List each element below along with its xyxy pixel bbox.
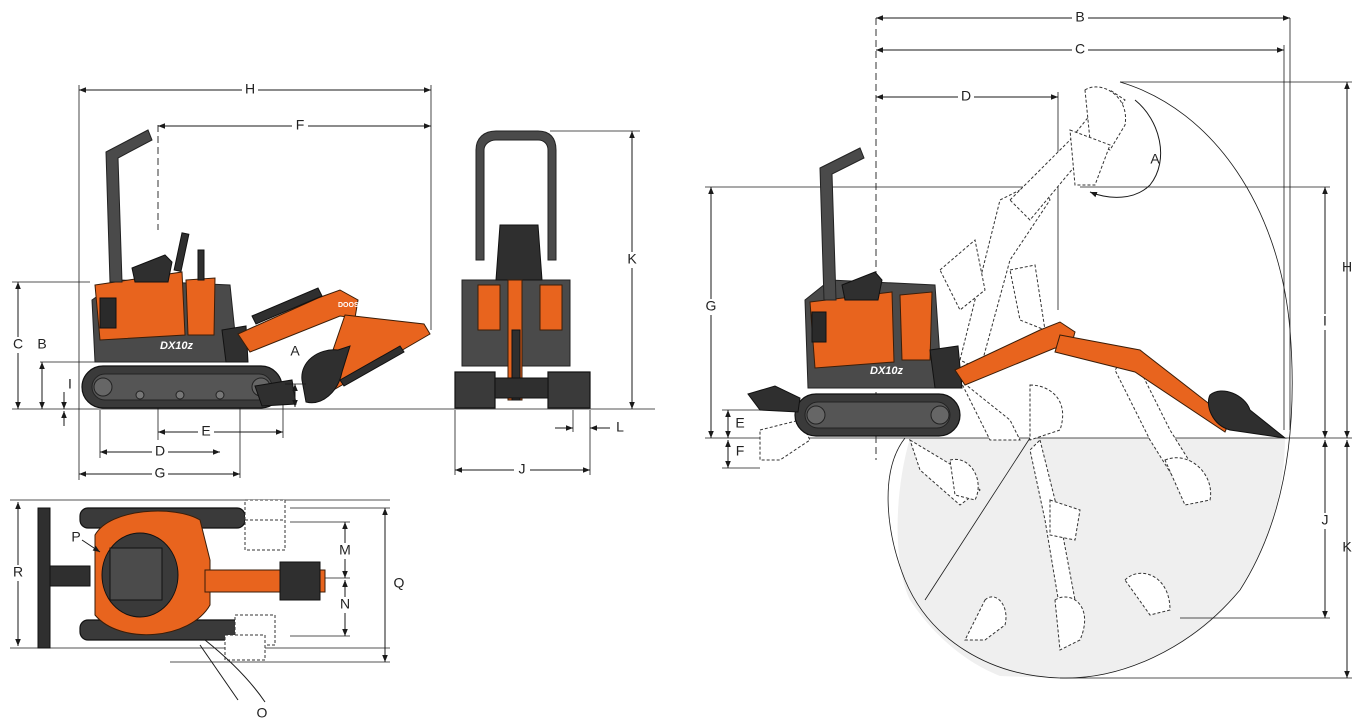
range-label-G: G <box>706 298 717 314</box>
model-decal: DX10z <box>160 340 194 352</box>
dim-label-D: D <box>155 443 165 459</box>
top-view: R Q M N P O <box>10 499 407 721</box>
top-blade <box>37 507 51 649</box>
range-label-K: K <box>1342 539 1352 555</box>
range-label-F: F <box>736 443 745 459</box>
range-label-C: C <box>1075 41 1085 57</box>
rear-view: K J L <box>440 130 655 478</box>
dim-label-M: M <box>339 542 351 558</box>
rear-rops <box>475 130 557 261</box>
dim-label-E: E <box>201 423 210 439</box>
range-label-B: B <box>1075 9 1084 25</box>
dim-label-O: O <box>257 705 268 721</box>
dim-label-K: K <box>627 251 637 267</box>
dim-label-N: N <box>340 596 350 612</box>
working-bucket <box>1207 390 1287 439</box>
working-range-view: DX10z DOOSAN B C D A G E F H I <box>703 9 1352 679</box>
working-arm <box>1054 334 1231 433</box>
dim-label-H: H <box>245 81 255 97</box>
range-label-D: D <box>961 88 971 104</box>
ghost-arm-positions <box>759 86 1212 651</box>
dim-label-G: G <box>155 465 166 481</box>
working-model-decal: DX10z <box>870 365 904 377</box>
dim-label-P: P <box>71 529 80 545</box>
dim-label-A: A <box>290 343 300 359</box>
range-label-H: H <box>1342 259 1352 275</box>
rops-canopy <box>105 129 153 283</box>
bucket <box>301 345 351 404</box>
dim-label-Q: Q <box>394 575 405 591</box>
dim-label-I: I <box>68 376 72 392</box>
dim-label-F: F <box>296 117 305 133</box>
dim-label-C: C <box>13 336 23 352</box>
dim-label-J: J <box>519 461 526 477</box>
reach-envelope <box>887 81 1293 679</box>
dim-label-B: B <box>37 336 46 352</box>
range-label-J: J <box>1322 512 1329 528</box>
svg-text:DOOSAN: DOOSAN <box>338 302 369 309</box>
operator-seat <box>495 224 543 281</box>
range-label-A: A <box>1150 151 1160 167</box>
range-label-I: I <box>1323 313 1327 329</box>
dim-label-L: L <box>616 419 624 435</box>
dim-label-R: R <box>13 564 23 580</box>
side-view: DX10z DOOSAN H F C B I A <box>10 81 440 482</box>
range-label-E: E <box>735 415 744 431</box>
